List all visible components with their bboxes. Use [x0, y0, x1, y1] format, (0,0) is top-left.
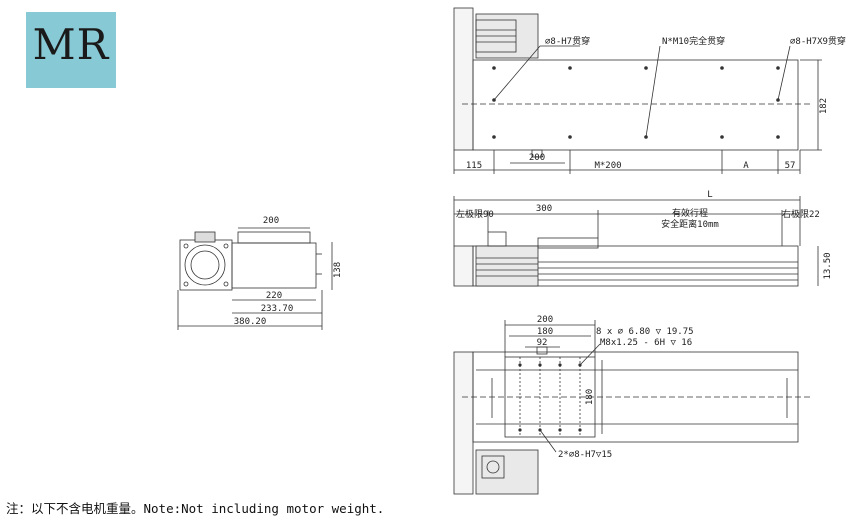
bottom-label-holes-1: 8 x ⌀ 6.80 ▽ 19.75: [596, 327, 694, 337]
bottom-view: [453, 320, 810, 495]
side-dim-220: 220: [266, 291, 282, 301]
top-label-hole-mid: N*M10完全贯穿: [662, 35, 725, 47]
model-badge-text: MR: [32, 20, 110, 69]
model-badge: MR: [26, 12, 116, 88]
top-dim-200: 200: [529, 153, 545, 163]
bottom-dim-92: 92: [537, 338, 548, 348]
bottom-label-pins: 2*⌀8-H7▽15: [558, 450, 612, 460]
front-label-safety: 安全距离10mm: [661, 218, 719, 230]
top-dim-182: 182: [819, 98, 829, 114]
top-dim-m200: M*200: [594, 161, 621, 171]
side-dim-138: 138: [333, 262, 343, 278]
front-label-left-limit: 左极限90: [456, 208, 494, 220]
side-dim-233: 233.70: [261, 304, 294, 314]
front-label-stroke: 有效行程: [672, 207, 708, 219]
side-view: [177, 227, 333, 330]
front-dim-l: L: [707, 190, 712, 200]
front-view: [453, 196, 819, 287]
front-dim-13-5: 13.50: [823, 252, 833, 279]
top-dim-115: 115: [466, 161, 482, 171]
top-dim-a: A: [743, 161, 749, 171]
bottom-dim-h180: 180: [585, 389, 595, 405]
bottom-dim-200: 200: [537, 315, 553, 325]
bottom-dim-180: 180: [537, 327, 553, 337]
footnote: 注：以下不含电机重量。Note:Not including motor weig…: [6, 501, 385, 516]
top-dim-57: 57: [785, 161, 796, 171]
bottom-label-holes-2: M8x1.25 - 6H ▽ 16: [600, 338, 692, 348]
side-dim-200: 200: [263, 216, 279, 226]
top-view: [453, 7, 822, 174]
top-label-hole-right: ⌀8-H7X9贯穿: [790, 35, 846, 47]
side-dim-380: 380.20: [234, 317, 267, 327]
top-label-hole-left: ⌀8-H7贯穿: [545, 35, 590, 47]
front-label-right-limit: 右极限22: [782, 208, 820, 220]
front-dim-300: 300: [536, 204, 552, 214]
